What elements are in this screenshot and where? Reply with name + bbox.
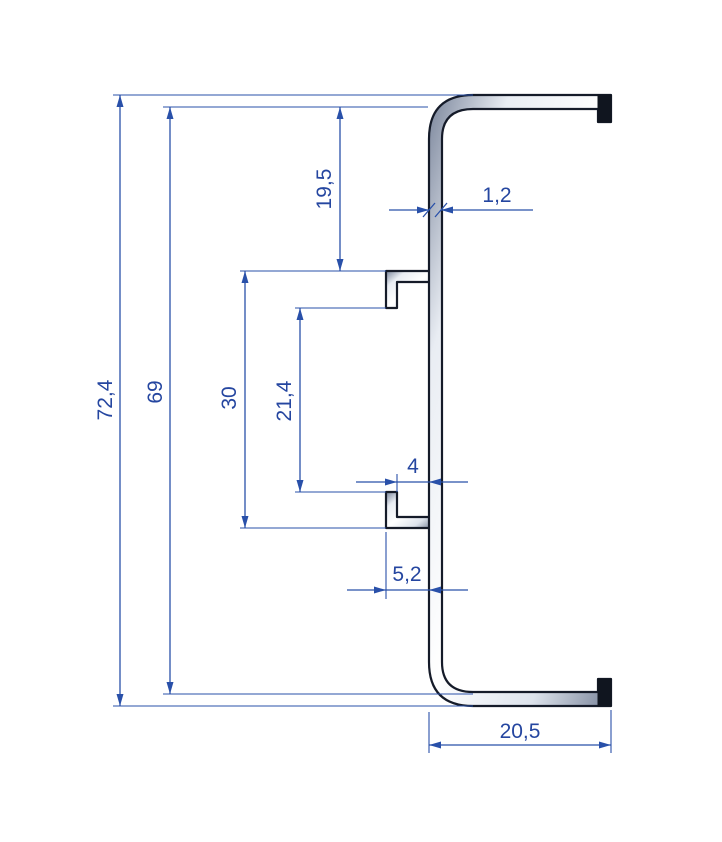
dim-label-wall-thickness: 1,2 xyxy=(482,184,511,207)
dim-label-hook-inner-span: 21,4 xyxy=(273,380,296,421)
dimension-base-width: 20,5 xyxy=(429,720,611,749)
extension-lines xyxy=(113,94,612,753)
dimension-inner-height: 69 xyxy=(144,107,174,694)
dim-label-top-to-hook: 19,5 xyxy=(313,169,336,210)
dim-label-hook-gap: 4 xyxy=(407,455,419,478)
dim-label-base-width: 20,5 xyxy=(500,720,541,743)
profile-upper-hook xyxy=(384,269,434,310)
dim-label-hook-depth: 5,2 xyxy=(392,563,421,586)
profile-main-body xyxy=(427,93,613,708)
dimension-hook-inner-span: 21,4 xyxy=(273,308,304,492)
profile-lower-hook xyxy=(384,490,434,530)
profile-top-end-cap xyxy=(597,94,612,123)
dim-label-inner-height: 69 xyxy=(144,380,167,403)
dimension-hook-gap: 4 xyxy=(356,455,468,486)
dim-label-hook-outer-span: 30 xyxy=(218,386,241,409)
dim-label-overall-height: 72,4 xyxy=(94,379,117,420)
dimension-hook-depth: 5,2 xyxy=(347,563,468,594)
dimension-wall-thickness: 1,2 xyxy=(389,184,533,218)
dimension-overall-height: 72,4 xyxy=(94,95,124,706)
dimension-top-to-hook: 19,5 xyxy=(313,107,344,271)
profile-bottom-end-cap xyxy=(597,678,612,707)
dimension-hook-outer-span: 30 xyxy=(218,271,249,528)
